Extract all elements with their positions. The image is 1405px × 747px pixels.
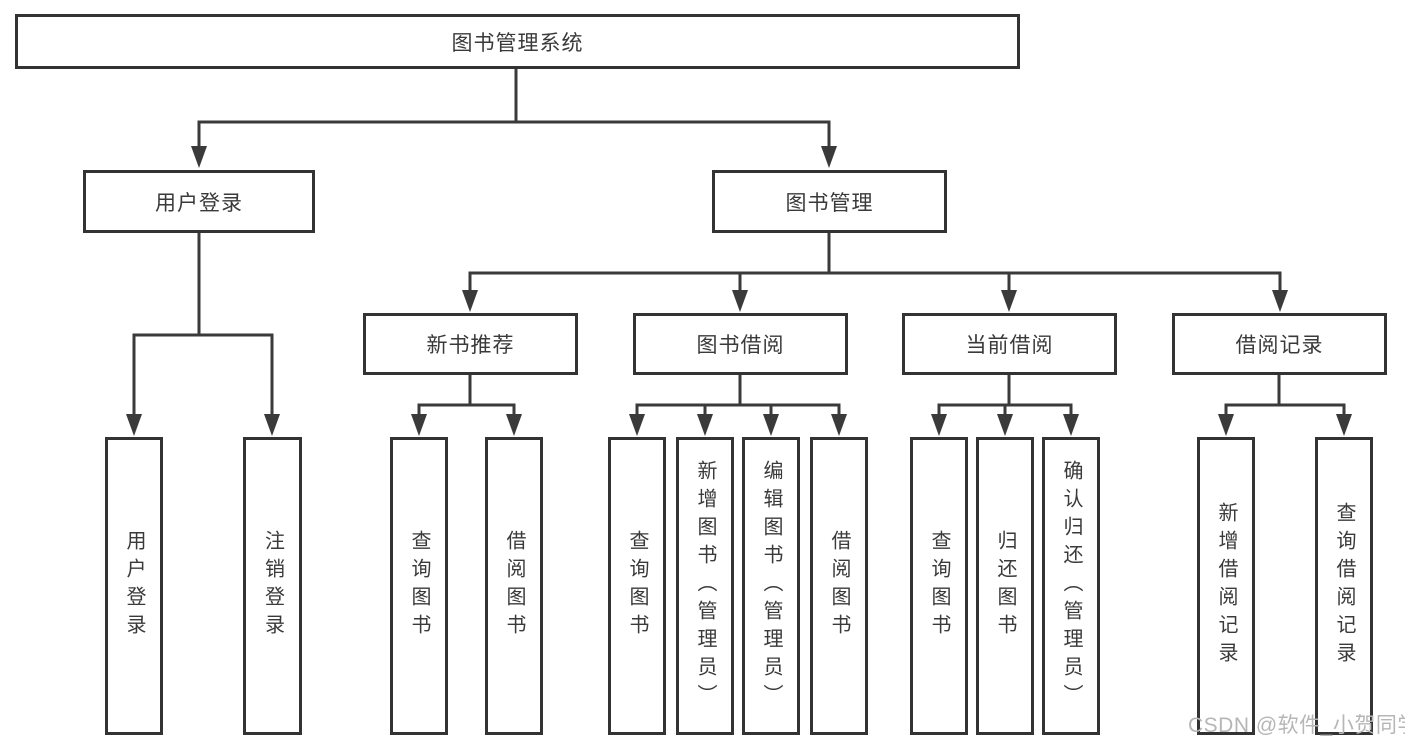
csdn-watermark: CSDN @软件_小贺同学	[1188, 714, 1405, 737]
node-label: 用户登录	[155, 191, 243, 215]
leaf-current-query-book: 查询图书	[910, 437, 968, 735]
leaf-recommend-borrow-book: 借阅图书	[485, 437, 543, 735]
leaf-confirm-return-admin: 确认归还（管理员）	[1042, 437, 1100, 735]
node-label: 借阅记录	[1235, 334, 1324, 357]
node-label: 确认归还（管理员）	[1060, 460, 1082, 712]
leaf-query-borrow-record: 查询借阅记录	[1315, 437, 1373, 735]
node-book-borrow: 图书借阅	[633, 313, 848, 375]
node-current-borrow: 当前借阅	[902, 313, 1117, 375]
node-borrow-record: 借阅记录	[1172, 313, 1387, 375]
leaf-logout: 注销登录	[243, 437, 302, 735]
leaf-add-borrow-record: 新增借阅记录	[1197, 437, 1255, 735]
node-label: 图书管理	[785, 191, 874, 215]
leaf-user-login: 用户登录	[105, 437, 163, 735]
leaf-add-book-admin: 新增图书（管理员）	[676, 437, 734, 735]
node-new-book-recommend: 新书推荐	[363, 313, 578, 375]
arrowheads	[126, 146, 1352, 436]
node-label: 注销登录	[261, 530, 284, 642]
node-label: 用户登录	[123, 530, 145, 642]
node-label: 查询图书	[408, 530, 430, 642]
node-label: 图书管理系统	[451, 31, 584, 55]
node-label: 新书推荐	[426, 334, 515, 357]
node-label: 当前借阅	[965, 334, 1054, 357]
node-label: 新增借阅记录	[1215, 502, 1237, 670]
leaf-borrow-query-book: 查询图书	[608, 437, 666, 735]
node-book-management: 图书管理	[712, 170, 947, 233]
node-label: 归还图书	[994, 530, 1016, 642]
node-label: 查询图书	[928, 530, 950, 642]
node-user-login: 用户登录	[83, 170, 315, 233]
leaf-edit-book-admin: 编辑图书（管理员）	[742, 437, 800, 735]
node-label: 借阅图书	[503, 530, 525, 642]
leaf-return-book: 归还图书	[976, 437, 1034, 735]
node-label: 图书借阅	[696, 334, 785, 357]
node-label: 编辑图书（管理员）	[760, 460, 782, 712]
leaf-recommend-query-book: 查询图书	[390, 437, 448, 735]
node-label: 查询图书	[626, 530, 648, 642]
node-system-root: 图书管理系统	[15, 14, 1020, 69]
node-label: 借阅图书	[828, 530, 850, 642]
node-label: 新增图书（管理员）	[694, 460, 716, 712]
node-label: 查询借阅记录	[1333, 502, 1355, 670]
leaf-borrow-book: 借阅图书	[810, 437, 868, 735]
